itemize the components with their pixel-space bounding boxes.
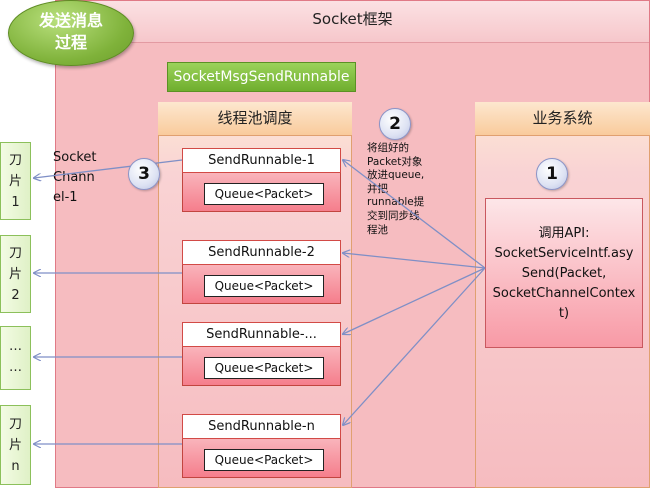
arrow-api-to-runnable-2 xyxy=(343,253,486,269)
step-1-badge: 1 xyxy=(536,158,568,190)
send-process-label: 发送消息 过程 xyxy=(8,10,134,54)
arrow-runnable-1-to-blade-1 xyxy=(34,159,183,178)
blade-label: … … xyxy=(0,336,31,378)
step-3-badge: 3 xyxy=(128,158,160,190)
send-process-label-line1: 发送消息 xyxy=(38,11,103,30)
blade-box xyxy=(0,405,31,485)
send-process-label-line2: 过程 xyxy=(54,33,87,52)
blade-box xyxy=(0,235,31,313)
socket-channel-label: Socket Chann el-1 xyxy=(53,148,109,208)
blade-label-line: … xyxy=(9,360,22,375)
blade-label-line: n xyxy=(11,459,20,474)
send-runnable-name: SendRunnable-2 xyxy=(182,240,341,265)
blade-label-line: 刀 xyxy=(8,417,22,432)
business-system-title: 业务系统 xyxy=(475,102,650,136)
step2-note-line: 程池 xyxy=(367,223,388,236)
arrow-api-to-runnable-1 xyxy=(343,160,486,269)
blade-label-line: 2 xyxy=(11,288,20,303)
socket-framework-header xyxy=(56,1,649,43)
packet-queue: Queue<Packet> xyxy=(204,275,324,297)
packet-queue: Queue<Packet> xyxy=(204,449,324,471)
send-runnable-name: SendRunnable-1 xyxy=(182,148,341,173)
blade-label-line: 片 xyxy=(8,174,22,189)
step2-note-line: 交到同步线 xyxy=(367,209,420,222)
blade-label: 刀 片 2 xyxy=(0,243,31,306)
api-call-line: SocketChannelContex xyxy=(492,286,636,301)
api-call-line: 调用API: xyxy=(538,226,590,241)
blade-label-line: 1 xyxy=(11,195,20,210)
send-runnable-name: SendRunnable-n xyxy=(182,414,341,439)
api-call-line: t) xyxy=(558,306,570,321)
socket-channel-label-line: el-1 xyxy=(53,190,78,205)
blade-label-line: 片 xyxy=(8,267,22,282)
step-2-badge: 2 xyxy=(379,108,411,140)
api-call-text: 调用API: SocketServiceIntf.asy Send(Packet… xyxy=(487,224,641,324)
blade-box xyxy=(0,142,31,220)
blade-label: 刀 片 1 xyxy=(0,150,31,213)
arrow-api-to-runnable-n xyxy=(343,267,486,425)
step2-note-line: runnable提 xyxy=(367,196,425,209)
socket-channel-label-line: Socket xyxy=(53,150,97,165)
step2-note-line: 放进queue, xyxy=(367,169,425,182)
blade-label-line: 刀 xyxy=(8,246,22,261)
blade-box xyxy=(0,326,31,390)
api-call-line: Send(Packet, xyxy=(521,266,607,281)
blade-label: 刀 片 n xyxy=(0,414,31,477)
thread-pool-title: 线程池调度 xyxy=(158,102,352,136)
step2-note: 将组好的 Packet对象 放进queue, 并把 runnable提 交到同步… xyxy=(367,142,447,237)
blade-label-line: 刀 xyxy=(8,153,22,168)
runnable-class-label: SocketMsgSendRunnable xyxy=(167,62,356,92)
blade-label-line: … xyxy=(9,339,22,354)
step2-note-line: 并把 xyxy=(367,182,388,195)
packet-queue: Queue<Packet> xyxy=(204,183,324,205)
step2-note-line: 将组好的 xyxy=(367,142,409,154)
step2-note-line: Packet对象 xyxy=(367,155,423,168)
packet-queue: Queue<Packet> xyxy=(204,357,324,379)
blade-label-line: 片 xyxy=(8,438,22,453)
arrow-api-to-runnable-ellipsis xyxy=(343,267,486,334)
send-process-oval xyxy=(8,0,134,66)
socket-channel-label-line: Chann xyxy=(53,170,95,185)
send-runnable-name: SendRunnable-... xyxy=(182,322,341,347)
socket-framework-title: Socket框架 xyxy=(312,10,393,28)
api-call-line: SocketServiceIntf.asy xyxy=(494,246,634,261)
api-call-box xyxy=(485,198,643,348)
